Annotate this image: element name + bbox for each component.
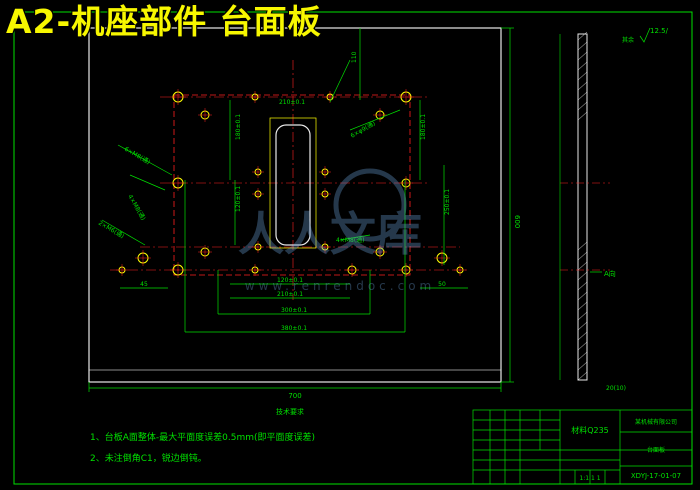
section-label: A向 — [604, 269, 616, 278]
dimension-lines — [88, 27, 514, 392]
dim-380: 380±0.1 — [281, 325, 307, 332]
dim-v-180-a: 180±0.1 — [420, 114, 427, 140]
hole-label-c: 6×φ9(通) — [349, 119, 377, 140]
side-length: 20(10) — [606, 385, 626, 392]
dim-v-180-b: 180±0.1 — [235, 114, 242, 140]
dim-300: 300±0.1 — [281, 307, 307, 314]
dim-50: 50 — [438, 281, 446, 288]
page-title: A2-机座部件 台面板 — [6, 2, 322, 41]
roughness-symbol: 12.5/ — [650, 27, 669, 35]
plate-inner-corner — [88, 369, 502, 383]
dim-120: 120±0.1 — [277, 277, 303, 284]
hole-label-e: 2×M6(通) — [97, 219, 126, 240]
center-slot-box — [269, 117, 317, 249]
dim-v-120: 120±0.1 — [235, 186, 242, 212]
note-line-1: 1、台板A面整体-最大平面度误差0.5mm(即平面度误差) — [90, 431, 315, 443]
dim-210: 210±0.1 — [277, 291, 303, 298]
dim-height-600: 600 — [513, 215, 521, 228]
roughness-mark — [639, 27, 651, 43]
title-block — [472, 409, 693, 485]
tb-company: 某机械有限公司 — [635, 418, 677, 426]
dim-45: 45 — [140, 281, 148, 288]
tb-material: 材料Q235 — [571, 425, 609, 435]
notes-heading: 技术要求 — [276, 407, 304, 416]
mounting-holes — [116, 89, 466, 278]
note-line-2: 2、未注倒角C1，锐边倒钝。 — [90, 452, 207, 464]
hole-label-b: 4×M8(通) — [126, 193, 147, 222]
center-slot — [275, 124, 311, 246]
tb-part-name: 台面板 — [647, 446, 665, 454]
side-view-hatch — [577, 31, 588, 381]
side-view — [577, 33, 588, 381]
watermark-text: 人人文库 — [238, 207, 422, 261]
dim-top-210: 210±0.1 — [279, 99, 305, 106]
sheet-border — [13, 11, 693, 485]
dim-width-700: 700 — [288, 392, 301, 400]
roughness-note: 其余 — [622, 36, 634, 44]
dim-v-250: 250±0.1 — [444, 189, 451, 215]
dim-top-110: 110 — [351, 51, 358, 63]
hole-label-a: 6×M8(通) — [123, 145, 152, 166]
tb-scale-row: 1:1 1 1 — [579, 475, 600, 482]
tb-drawing-no: XDYJ-17-01-07 — [631, 472, 681, 480]
watermark-url: www.renrendoc.com — [245, 279, 435, 293]
watermark: 人人文库 www.renrendoc.com — [238, 168, 435, 293]
hole-label-d: 4×M8(通) — [336, 236, 365, 244]
